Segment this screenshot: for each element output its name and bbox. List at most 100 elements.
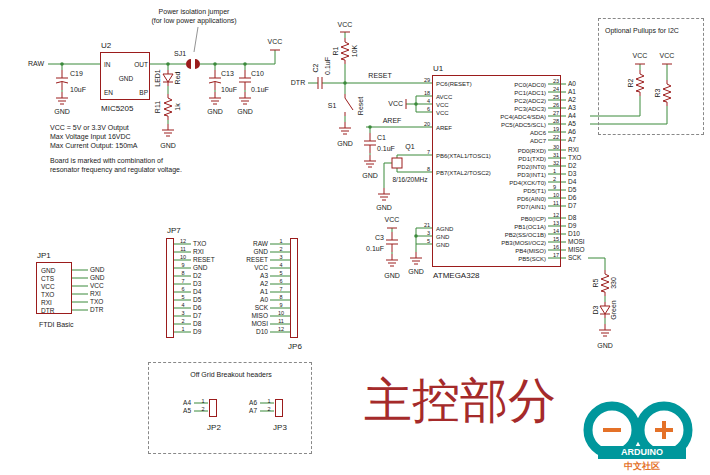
pin-number: 15 (553, 236, 559, 242)
header-wire (72, 244, 290, 411)
reset-wire (308, 32, 432, 122)
pin-number: 28 (553, 118, 559, 124)
net-label: TXO (568, 154, 581, 161)
pin-name: PB3(MOSI/OC2) (501, 240, 546, 247)
net-label: D9 (568, 222, 576, 229)
junction-dot (414, 234, 418, 238)
part-value: MIC5205 (101, 105, 133, 114)
note: Board is marked with combination of (50, 157, 163, 165)
net-label: D6 (568, 194, 576, 201)
net-label: D3 (193, 280, 201, 287)
part-label: R5 (592, 279, 600, 288)
pin-number: 29 (424, 77, 430, 83)
pin-number: 1 (267, 398, 270, 404)
microcontroller-chip: U1PC6(RESET)AVCCVCCVCCAREFPB6(XTAL1/TOSC… (432, 75, 561, 267)
pin-name: PD7(AIN1) (517, 204, 546, 211)
pin-name: GND (41, 267, 55, 274)
pin-name: PD4(XCK/T0) (509, 180, 546, 187)
pin-name: PC4(ADC4/SDA) (500, 114, 546, 121)
resistor-symbol (663, 80, 671, 106)
resonator-wire (384, 155, 432, 188)
pin-number: 3 (427, 230, 430, 236)
net-label: D6 (193, 304, 201, 311)
note: VCC = 5V or 3.3V Output (50, 124, 129, 132)
net-label: D9 (193, 328, 201, 335)
pin-number: 5 (181, 294, 184, 300)
net-label: D8 (568, 214, 576, 221)
junction-dot (243, 62, 247, 66)
net-label: RAW (253, 240, 268, 247)
pin-name: PD2(INT0) (517, 164, 546, 171)
part-label: R1 (332, 47, 340, 56)
net-label: D7 (193, 312, 201, 319)
capacitor-symbol (386, 232, 398, 252)
net-label: A7 (568, 136, 576, 143)
ground-symbol (162, 124, 174, 136)
part-label: C13 (221, 70, 234, 78)
jumper-symbol (186, 59, 200, 69)
part-label: 0.1uF (251, 86, 269, 94)
part-label: R11 (154, 101, 162, 113)
breakout-region: Off Grid Breakout headers12JP212JP3 (148, 362, 312, 454)
resistor-symbol (164, 94, 172, 120)
net-label: D5 (568, 186, 576, 193)
part-label: Red (174, 72, 182, 85)
net-label: GND (54, 108, 70, 116)
pin-name: PD5(T1) (523, 188, 546, 195)
pin-number: 32 (553, 160, 559, 166)
net-label: VCC (660, 52, 675, 60)
pin-number: 18 (424, 90, 430, 96)
pullup-region: Optional Pullups for I2C (598, 18, 704, 135)
net-label: D2 (193, 272, 201, 279)
part-label: 0.1uF (324, 57, 332, 75)
net-label: MISO (251, 312, 268, 319)
pin-number: 12 (553, 212, 559, 218)
net-label: GND (337, 140, 353, 148)
pin-name: PB5(SCK) (518, 256, 546, 263)
pin-number: 9 (279, 302, 282, 308)
part-label: C2 (312, 64, 320, 73)
note: (for low power applications) (151, 17, 236, 25)
watermark: ARDUINO (621, 448, 663, 458)
part-name: Q1 (405, 143, 414, 151)
ground-symbol (599, 324, 611, 336)
pin-number: 14 (553, 228, 559, 234)
pin-number: 23 (553, 78, 559, 84)
pin-name: VCC (41, 283, 55, 290)
part-label: C19 (70, 70, 83, 78)
junction-dot (213, 62, 217, 66)
pin-number: 8 (279, 294, 282, 300)
pin-name: ADC7 (530, 138, 546, 145)
net-label: D5 (193, 296, 201, 303)
net-label: SCK (255, 304, 268, 311)
net-label: TXO (90, 298, 103, 305)
junction-dot (343, 81, 347, 85)
ground-symbol (386, 254, 398, 266)
pin-name: PB4(MISO) (515, 248, 546, 255)
pin-name: RXI (41, 299, 52, 306)
pin-number: 4 (427, 98, 430, 104)
net-label: VCC (385, 216, 400, 224)
pin-number: 20 (424, 121, 430, 127)
resistor-symbol (341, 38, 349, 64)
capacitor-symbol (318, 77, 322, 89)
part-name: SJ1 (174, 50, 186, 58)
pin-number: 1 (201, 398, 204, 404)
net-label: RAW (28, 60, 44, 68)
pin-name: PB1(OC1A) (514, 224, 546, 231)
net-label: GND (362, 172, 378, 180)
pin-header: JP7121110987654321 (166, 238, 174, 338)
net-label: A0 (568, 80, 576, 87)
part-label: 0.1uF (366, 245, 384, 253)
net-label: RESET (193, 256, 215, 263)
net-label: VCC (338, 21, 353, 29)
led-symbol (163, 70, 173, 86)
part-name: R3 (654, 89, 662, 98)
part-name: JP1 (37, 252, 51, 261)
part-name: U1 (433, 65, 443, 74)
pin-name: PB2(SS/OC1B) (505, 232, 546, 239)
part-value: FTDI Basic (39, 321, 74, 329)
pin-number: 8 (427, 166, 430, 172)
resistor-symbol (601, 270, 609, 296)
part-label: C3 (375, 234, 384, 242)
